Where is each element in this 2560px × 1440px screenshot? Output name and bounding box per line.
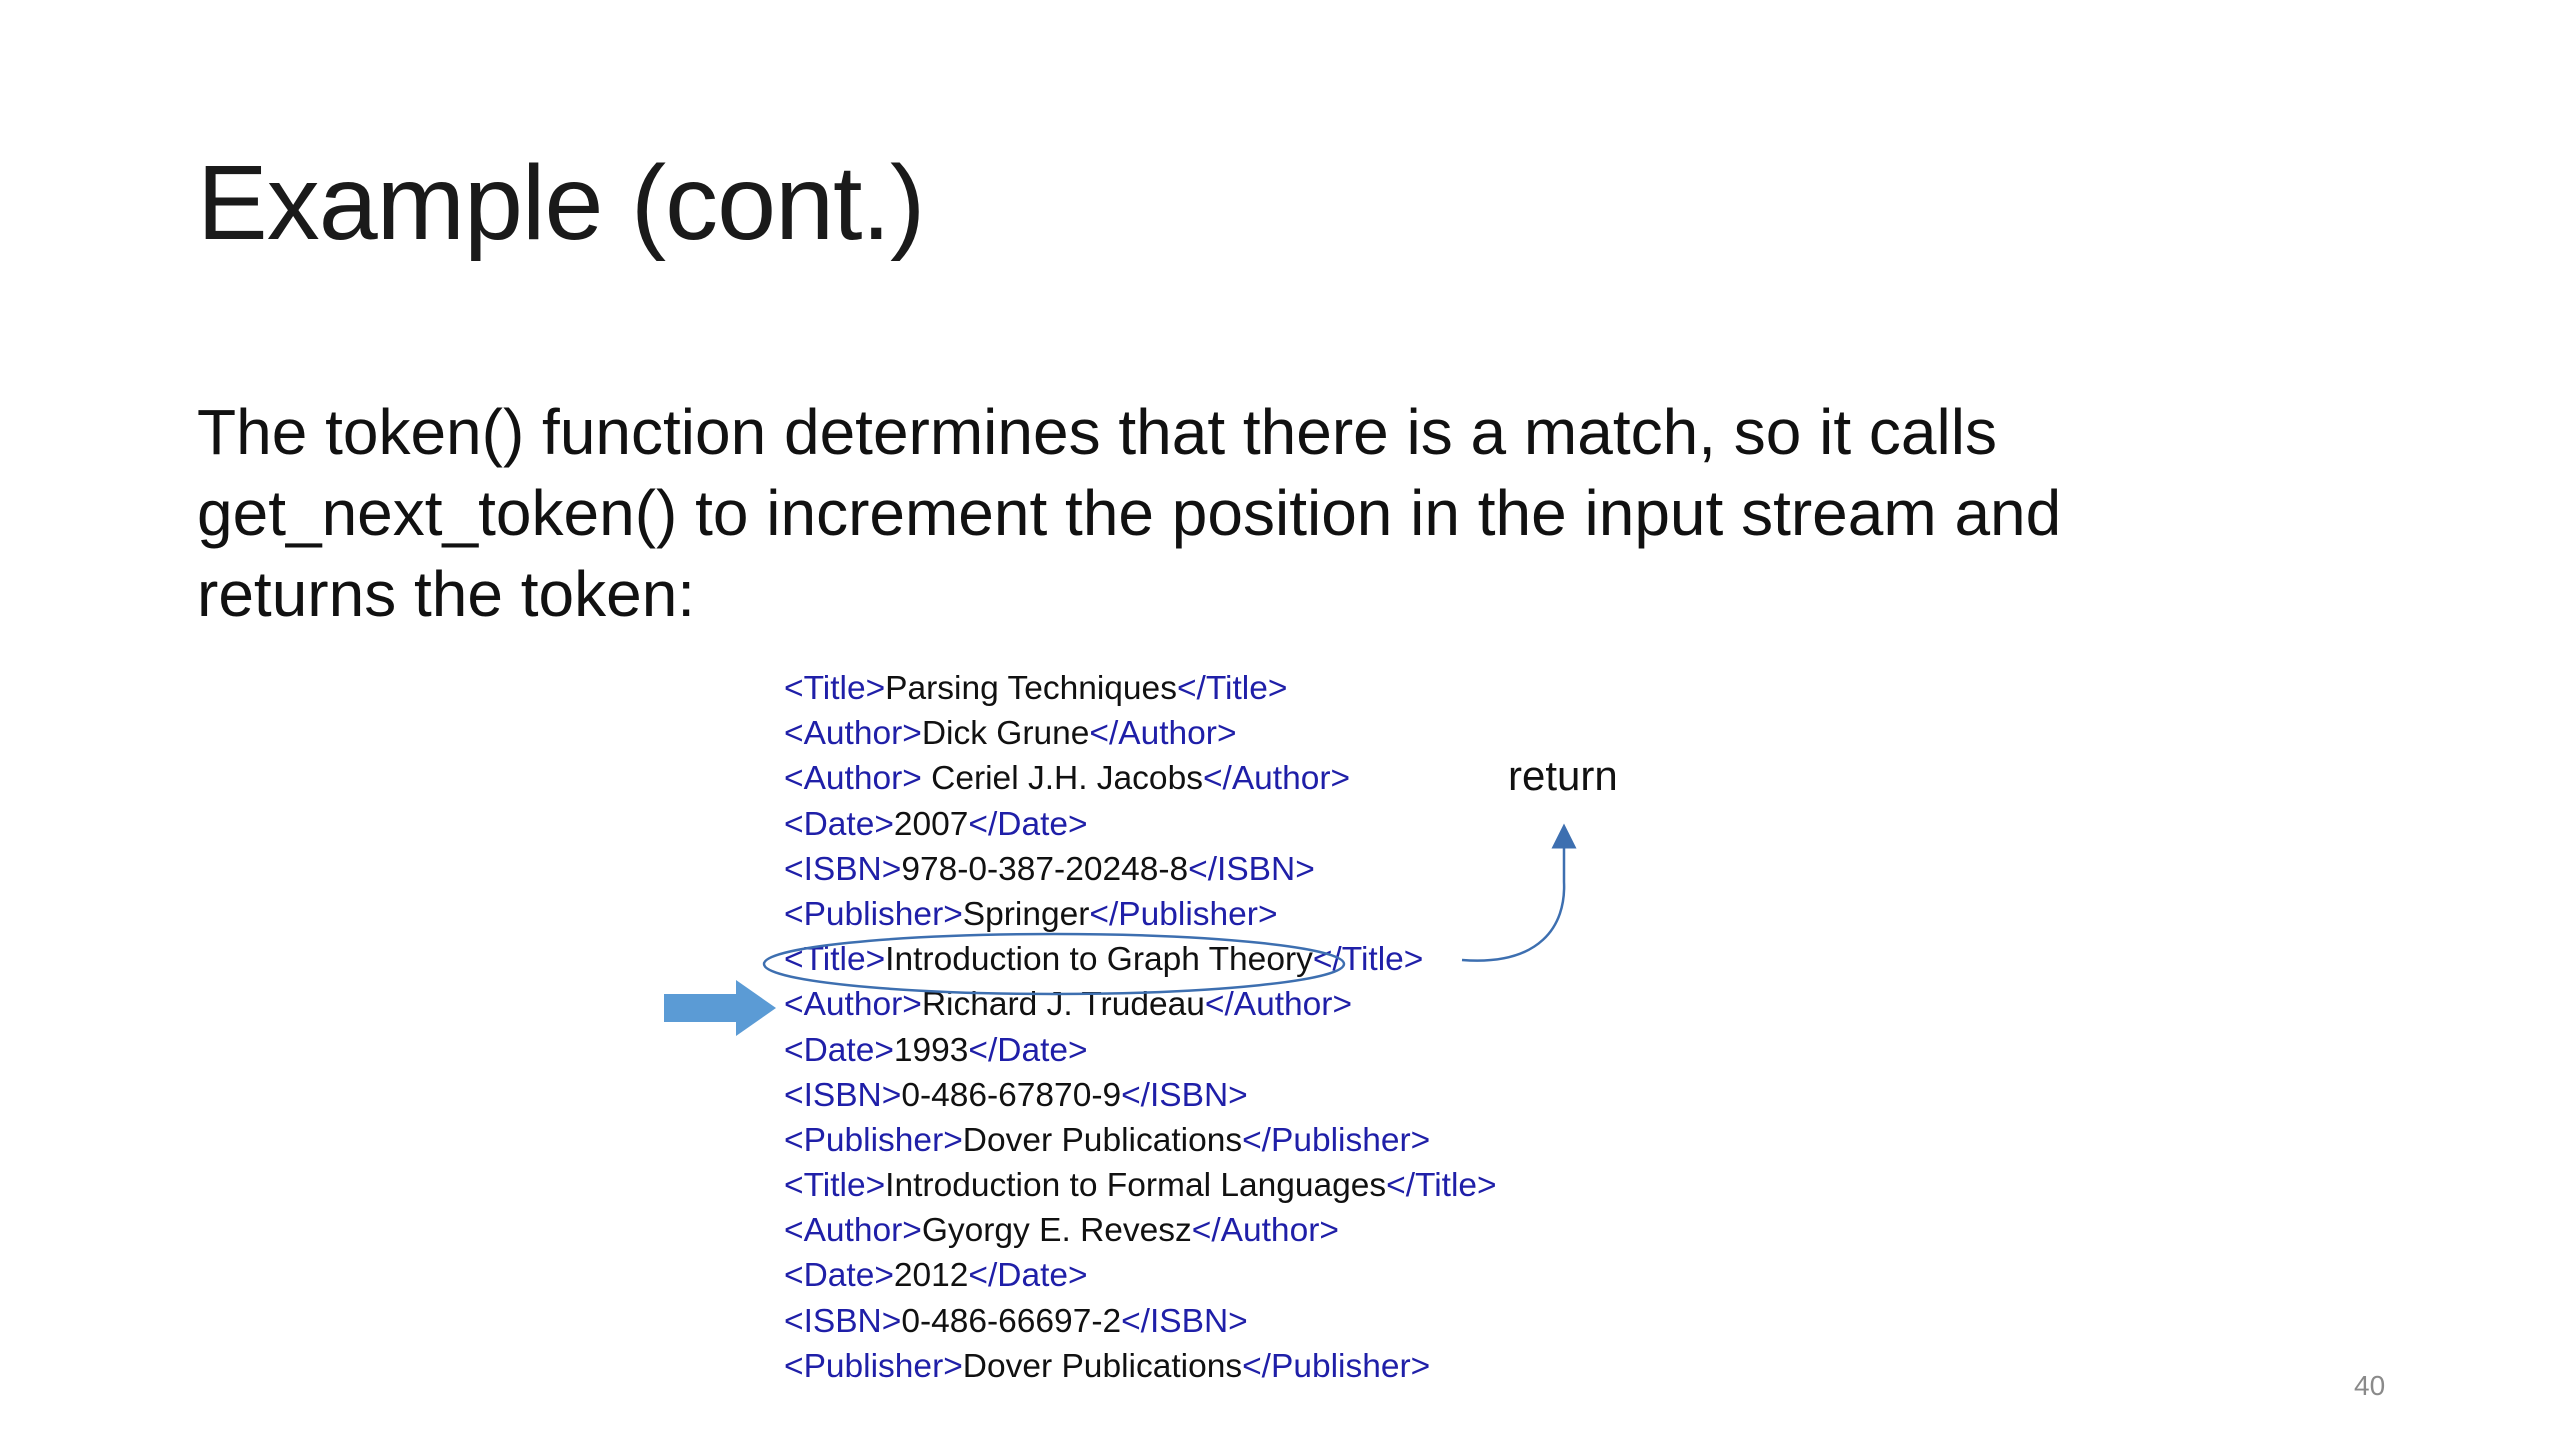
xml-open-tag: <Author>	[784, 1212, 922, 1250]
xml-line: <Date>1993</Date>	[784, 1028, 1497, 1073]
xml-close-tag: </Title>	[1176, 670, 1288, 707]
xml-text: Dover Publications	[962, 1121, 1243, 1159]
xml-close-tag: </ISBN>	[1121, 1302, 1248, 1340]
xml-text: 0-486-67870-9	[901, 1076, 1122, 1114]
xml-open-tag: <Author>	[784, 760, 922, 798]
xml-open-tag: <Title>	[784, 670, 886, 707]
xml-open-tag: <ISBN>	[784, 850, 902, 888]
xml-close-tag: </Date>	[968, 1257, 1088, 1295]
xml-text: 978-0-387-20248-8	[901, 850, 1189, 888]
xml-text: Springer	[962, 895, 1090, 933]
xml-line: <ISBN>0-486-66697-2</ISBN>	[784, 1299, 1497, 1344]
xml-text: Richard J. Trudeau	[921, 986, 1205, 1024]
xml-close-tag: </Author>	[1204, 986, 1353, 1024]
xml-line: <Date>2012</Date>	[784, 1253, 1497, 1298]
xml-line: <Date>2007</Date>	[784, 802, 1497, 847]
xml-open-tag: <Title>	[784, 1167, 886, 1205]
xml-text: 0-486-66697-2	[901, 1302, 1122, 1340]
xml-close-tag: </Publisher>	[1089, 895, 1278, 933]
xml-close-tag: </ISBN>	[1121, 1076, 1248, 1114]
body-line: The token() function determines that the…	[197, 396, 1997, 468]
xml-text: Dick Grune	[921, 715, 1090, 753]
xml-line: <Author>Gyorgy E. Revesz</Author>	[784, 1208, 1497, 1253]
slide-body-text: The token() function determines that the…	[197, 392, 2347, 635]
xml-text: 2012	[893, 1257, 969, 1295]
xml-close-tag: </Author>	[1191, 1212, 1339, 1250]
body-line: get_next_token() to increment the positi…	[197, 477, 2062, 549]
xml-close-tag: </Publisher>	[1242, 1347, 1431, 1385]
page-number: 40	[2354, 1370, 2386, 1401]
xml-open-tag: <Title>	[784, 941, 886, 979]
xml-open-tag: <Date>	[784, 805, 894, 843]
xml-close-tag: </Date>	[968, 1031, 1088, 1069]
xml-line: <Publisher>Springer</Publisher>	[784, 892, 1497, 937]
xml-close-tag: </Author>	[1089, 715, 1237, 753]
xml-line: <Author>Dick Grune</Author>	[784, 711, 1497, 756]
xml-text: Parsing Techniques	[885, 670, 1177, 707]
xml-text: Ceriel J.H. Jacobs	[921, 760, 1203, 798]
xml-open-tag: <Publisher>	[784, 895, 963, 933]
xml-open-tag: <ISBN>	[784, 1302, 902, 1340]
xml-line: <Title>Introduction to Graph Theory</Tit…	[784, 937, 1497, 982]
xml-close-tag: </Title>	[1312, 941, 1424, 979]
xml-close-tag: </Title>	[1386, 1167, 1497, 1205]
xml-line: <ISBN>0-486-67870-9</ISBN>	[784, 1073, 1497, 1118]
xml-line: <Publisher>Dover Publications</Publisher…	[784, 1344, 1497, 1389]
xml-open-tag: <Author>	[784, 986, 922, 1024]
xml-line: <Title>Introduction to Formal Languages<…	[784, 1163, 1497, 1208]
body-line: returns the token:	[197, 558, 696, 630]
xml-line: <Title>Parsing Techniques</Title>	[784, 666, 1497, 711]
xml-close-tag: </Author>	[1202, 760, 1351, 798]
xml-open-tag: <Date>	[784, 1031, 894, 1069]
xml-open-tag: <Author>	[784, 715, 922, 753]
xml-open-tag: <Publisher>	[784, 1121, 963, 1159]
xml-open-tag: <Date>	[784, 1257, 894, 1295]
right-arrow-icon	[664, 980, 776, 1036]
xml-text: Dover Publications	[962, 1347, 1243, 1385]
xml-text: 1993	[893, 1031, 969, 1069]
xml-close-tag: </Date>	[968, 805, 1088, 843]
xml-text: Introduction to Formal Languages	[885, 1167, 1387, 1205]
xml-line: <Author>Richard J. Trudeau</Author>	[784, 982, 1497, 1027]
xml-close-tag: </ISBN>	[1188, 850, 1315, 888]
xml-text: Gyorgy E. Revesz	[921, 1212, 1192, 1250]
xml-open-tag: <ISBN>	[784, 1076, 902, 1114]
slide-title: Example (cont.)	[197, 144, 925, 262]
return-label: return	[1508, 752, 1618, 799]
xml-token-stream: <Title>Parsing Techniques</Title><Author…	[784, 666, 1497, 1389]
xml-text: 2007	[893, 805, 969, 843]
xml-line: <Publisher>Dover Publications</Publisher…	[784, 1118, 1497, 1163]
xml-line: <ISBN>978-0-387-20248-8</ISBN>	[784, 847, 1497, 892]
xml-close-tag: </Publisher>	[1242, 1121, 1431, 1159]
xml-text: Introduction to Graph Theory	[885, 941, 1313, 979]
xml-line: <Author> Ceriel J.H. Jacobs</Author>	[784, 756, 1497, 801]
xml-open-tag: <Publisher>	[784, 1347, 963, 1385]
